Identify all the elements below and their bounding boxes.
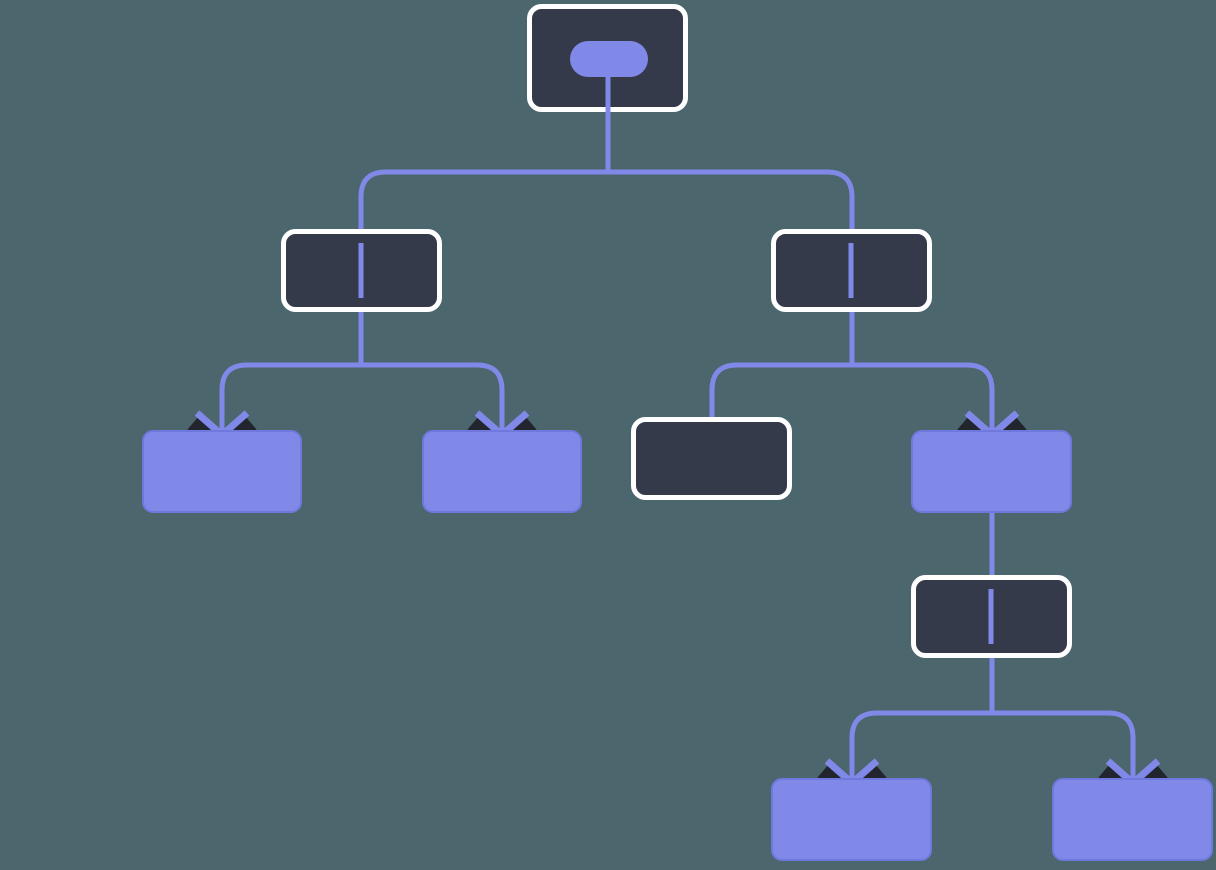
node-body[interactable] (142, 430, 302, 513)
edge-bus2-to-n-l2a (219, 362, 361, 430)
node-n-r4b[interactable] (1052, 778, 1213, 861)
edge-bus2-to-n-l2b (361, 362, 505, 430)
node-body[interactable] (1052, 778, 1213, 861)
node-n-r2b[interactable] (911, 430, 1072, 513)
edge-bus4-to-n-r4b (992, 710, 1136, 778)
edge-bus3-to-n-r2b (852, 362, 995, 430)
edge-layer (219, 112, 1136, 778)
node-body[interactable] (422, 430, 582, 513)
node-n-r1[interactable] (771, 229, 932, 312)
edge-bus3-to-n-r2a (709, 362, 852, 417)
node-body[interactable] (771, 778, 932, 861)
node-n-l2b[interactable] (422, 430, 582, 513)
node-body[interactable] (631, 417, 792, 500)
node-body[interactable] (911, 430, 1072, 513)
node-root[interactable] (527, 4, 688, 113)
node-n-l1[interactable] (281, 229, 442, 312)
edge-bus1-to-n-r1 (608, 169, 855, 229)
node-n-r2a[interactable] (631, 417, 792, 500)
node-layer (142, 4, 1213, 861)
node-n-r3[interactable] (911, 575, 1072, 658)
edge-bus1-to-n-l1 (358, 169, 608, 229)
node-n-l2a[interactable] (142, 430, 302, 513)
node-n-r4a[interactable] (771, 778, 932, 861)
edge-bus4-to-n-r4a (849, 710, 992, 778)
